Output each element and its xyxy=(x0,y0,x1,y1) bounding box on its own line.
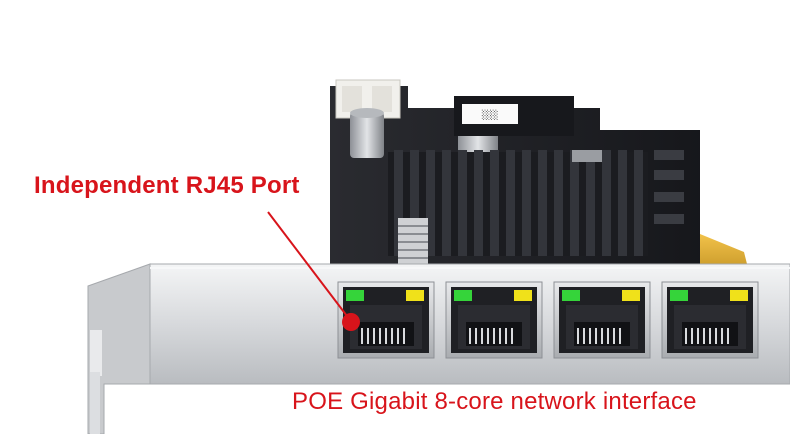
independent-rj45-port-label: Independent RJ45 Port xyxy=(34,172,300,199)
link-led-green xyxy=(346,290,364,301)
poe-gigabit-interface-label: POE Gigabit 8-core network interface xyxy=(292,388,697,415)
rj45-port-3 xyxy=(553,281,651,359)
activity-led-yellow xyxy=(622,290,640,301)
heatsink xyxy=(388,150,648,256)
heatsink-spring xyxy=(398,218,428,264)
rj45-port-2 xyxy=(445,281,543,359)
link-led-green xyxy=(670,290,688,301)
link-led-green xyxy=(562,290,580,301)
svg-text:░░░: ░░░ xyxy=(482,109,498,121)
transformer-chip: ░░░ xyxy=(454,96,574,136)
smd-components xyxy=(572,150,684,224)
activity-led-yellow xyxy=(406,290,424,301)
annotation-pointer-dot xyxy=(342,313,360,331)
annotation-pointer-line xyxy=(267,211,351,321)
activity-led-yellow xyxy=(514,290,532,301)
link-led-green xyxy=(454,290,472,301)
rj45-port-4 xyxy=(661,281,759,359)
activity-led-yellow xyxy=(730,290,748,301)
power-connector xyxy=(335,79,401,119)
